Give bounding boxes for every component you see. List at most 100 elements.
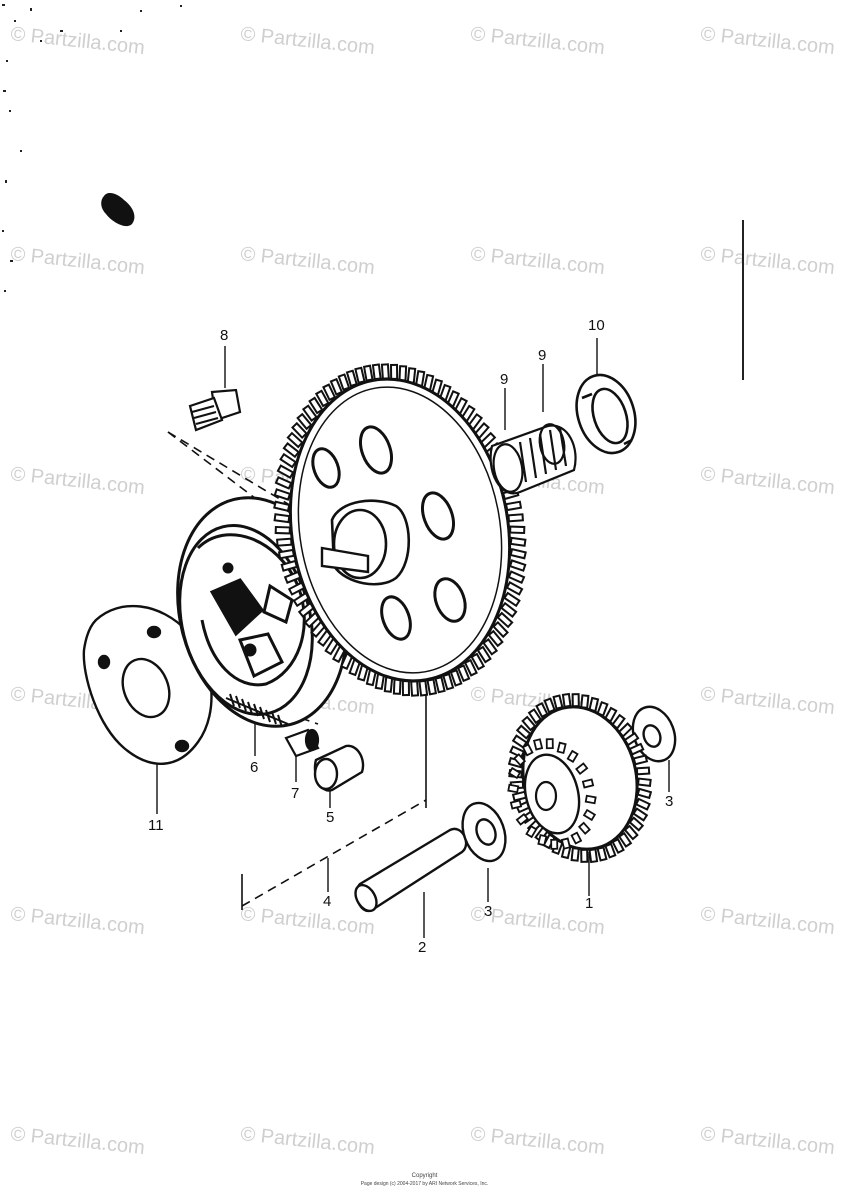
watermark-text: © Partzilla.com [699, 23, 835, 59]
watermark-text: © Partzilla.com [239, 23, 375, 59]
callout-labels: 1 2 3 3 4 5 6 7 8 9 9 10 11 [148, 317, 673, 956]
gear-tooth [401, 680, 411, 697]
gear-tooth [577, 821, 591, 835]
watermark-text: © Partzilla.com [469, 243, 605, 279]
watermark-text: © Partzilla.com [9, 243, 145, 279]
callout-3-left: 3 [484, 903, 492, 920]
gear-tooth [636, 777, 652, 787]
watermark-text: © Partzilla.com [239, 243, 375, 279]
gear-tooth [515, 724, 532, 740]
part-4-large-gear [273, 363, 527, 697]
gear-tooth [575, 762, 589, 776]
callout-1: 1 [585, 895, 593, 912]
callout-11: 11 [148, 817, 164, 834]
gear-tooth [596, 846, 608, 862]
gear-tooth [291, 421, 308, 440]
gear-tooth [513, 753, 527, 767]
footer-line-2: Page design (c) 2004-2017 by ARI Network… [360, 1181, 489, 1187]
gear-tooth [389, 363, 399, 380]
gear-tooth [482, 638, 499, 656]
gear-tooth [571, 693, 580, 708]
gear-tooth [581, 778, 595, 789]
scan-blob [101, 193, 135, 227]
gear-tooth [308, 396, 324, 415]
gear-tooth [521, 715, 537, 732]
part-6-spring [225, 693, 289, 728]
gear-tooth [456, 664, 471, 683]
gear-tooth [537, 834, 548, 847]
gear-tooth [504, 500, 523, 512]
gear-tooth [449, 669, 463, 687]
gear-tooth [507, 570, 526, 584]
watermark-text: © Partzilla.com [9, 903, 145, 939]
callout-9-left: 9 [500, 371, 508, 388]
gear-tooth [623, 824, 639, 841]
gear-tooth [274, 476, 293, 490]
watermark-text: © Partzilla.com [699, 243, 835, 279]
gear-tooth [570, 831, 583, 845]
gear-tooth [556, 741, 567, 754]
watermark-text: © Partzilla.com [9, 1123, 145, 1159]
gear-tooth [628, 816, 645, 832]
gear-tooth [274, 525, 291, 535]
gear-tooth [301, 404, 318, 422]
gear-tooth [561, 692, 572, 708]
callout-6: 6 [250, 759, 258, 776]
gear-tooth [566, 749, 579, 764]
gear-tooth [322, 383, 337, 402]
gear-tooth [277, 548, 296, 560]
part-9-needle-bearings [489, 423, 577, 495]
gear-tooth [392, 678, 402, 695]
gear-tooth [584, 794, 597, 805]
gear-tooth [509, 547, 527, 560]
gear-tooth [276, 537, 293, 547]
gear-tooth [410, 680, 420, 697]
bracket-lines [241, 690, 427, 910]
gear-tooth [508, 559, 527, 572]
part-1-idle-gear [507, 692, 653, 864]
watermark-text: © Partzilla.com [469, 1123, 605, 1159]
part-3-washer-left [461, 801, 507, 863]
gear-tooth [434, 676, 446, 694]
watermark-text: © Partzilla.com [9, 463, 145, 499]
gear-tooth [580, 848, 589, 863]
gear-tooth [632, 754, 649, 766]
gear-tooth [515, 812, 529, 826]
gear-tooth [463, 658, 478, 677]
copyright-footer: Copyright Page design (c) 2004-2017 by A… [0, 1172, 849, 1188]
gear-tooth [273, 513, 291, 524]
gear-tooth [470, 652, 486, 671]
callout-10: 10 [588, 317, 605, 334]
callout-2: 2 [418, 939, 426, 956]
gear-tooth [588, 848, 599, 864]
gear-tooth [550, 838, 559, 850]
gear-tooth [329, 377, 344, 396]
gear-tooth [560, 837, 572, 850]
callout-9-right: 9 [538, 347, 546, 364]
gear-tooth [521, 743, 534, 757]
gear-tooth [487, 629, 504, 648]
gear-tooth [532, 738, 544, 751]
gear-tooth [509, 745, 526, 759]
watermark-text: © Partzilla.com [699, 463, 835, 499]
scan-noise [2, 4, 744, 380]
gear-tooth [337, 373, 351, 391]
part-5-roller [313, 744, 365, 792]
gear-tooth [282, 442, 301, 459]
part-11-plate [82, 604, 213, 765]
gear-tooth [273, 488, 292, 501]
gear-tooth [635, 766, 651, 776]
watermark-text: © Partzilla.com [699, 903, 835, 939]
gear-tooth [499, 601, 518, 618]
gear-tooth [582, 808, 597, 822]
gear-tooth [509, 525, 526, 535]
gear-tooth [507, 766, 522, 780]
part-10-washer [575, 373, 637, 455]
watermark-text: © Partzilla.com [699, 683, 835, 719]
callout-7: 7 [291, 785, 299, 802]
part-8-bolt [188, 388, 242, 432]
watermark-text: © Partzilla.com [9, 23, 145, 59]
footer-line-1: Copyright [411, 1173, 438, 1179]
gear-tooth [426, 678, 438, 696]
gear-tooth [525, 824, 538, 839]
